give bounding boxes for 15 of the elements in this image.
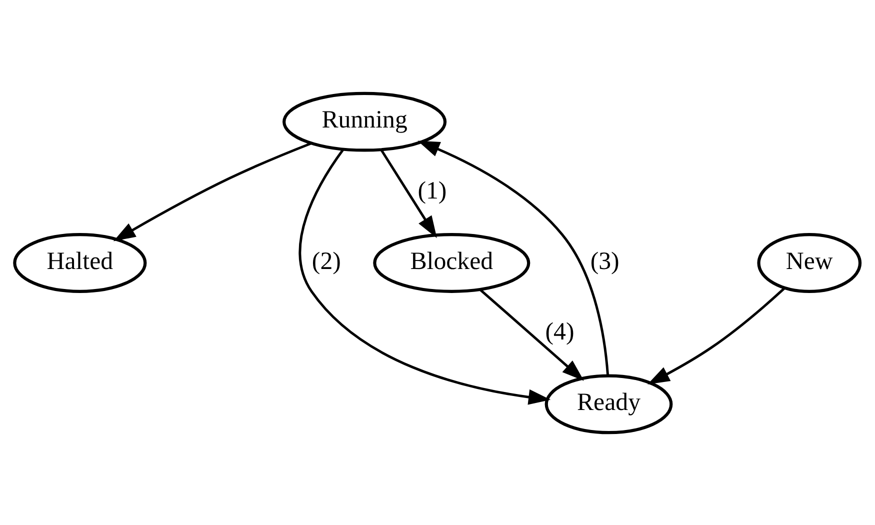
arrow (418, 140, 610, 375)
node-ellipse: Ready (544, 374, 673, 434)
edge-label: (3) (590, 247, 620, 274)
arrow (480, 288, 584, 380)
edge-label: (2) (312, 247, 341, 274)
edge-label: (1) (418, 176, 447, 204)
arrow (380, 148, 437, 238)
node-ellipse: Halted (13, 232, 147, 292)
node-ellipse: Blocked (373, 232, 530, 292)
arrow (113, 142, 312, 241)
node-ellipse: Running (282, 91, 447, 152)
edge-label: (4) (545, 318, 574, 345)
arrow (648, 286, 786, 384)
node-ellipse: New (757, 232, 862, 292)
arrow (298, 148, 551, 404)
